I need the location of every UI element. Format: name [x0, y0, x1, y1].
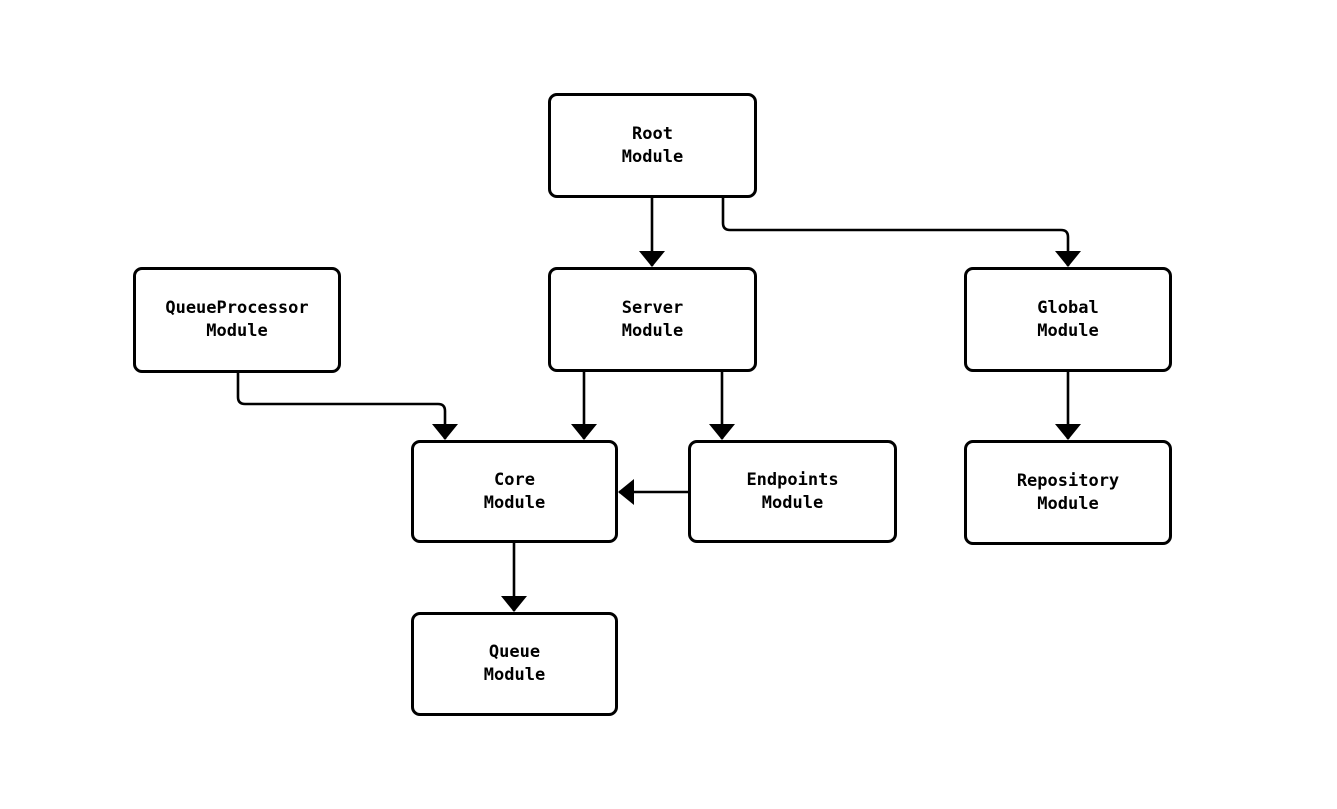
node-queueprocessor-module: QueueProcessor Module [133, 267, 341, 373]
node-global-label: Global Module [1037, 297, 1099, 341]
edge-root-to-global [721, 198, 1081, 267]
node-global-module: Global Module [964, 267, 1172, 372]
node-root-module: Root Module [548, 93, 757, 198]
node-queueprocessor-label: QueueProcessor Module [165, 298, 309, 341]
node-core-label: Core Module [483, 469, 546, 513]
node-root-label: Root Module [621, 123, 684, 167]
node-server-label: Server Module [621, 297, 684, 341]
node-server-module: Server Module [548, 267, 757, 372]
node-repository-label: Repository Module [1016, 470, 1120, 514]
node-endpoints-module: Endpoints Module [688, 440, 897, 543]
node-endpoints-label: Endpoints Module [746, 469, 839, 513]
node-queue-label: Queue Module [483, 642, 546, 685]
node-core-module: Core Module [411, 440, 618, 543]
node-queue-module: Queue Module [411, 612, 618, 716]
node-repository-module: Repository Module [964, 440, 1172, 545]
edge-queueprocessor-to-core [236, 373, 458, 440]
